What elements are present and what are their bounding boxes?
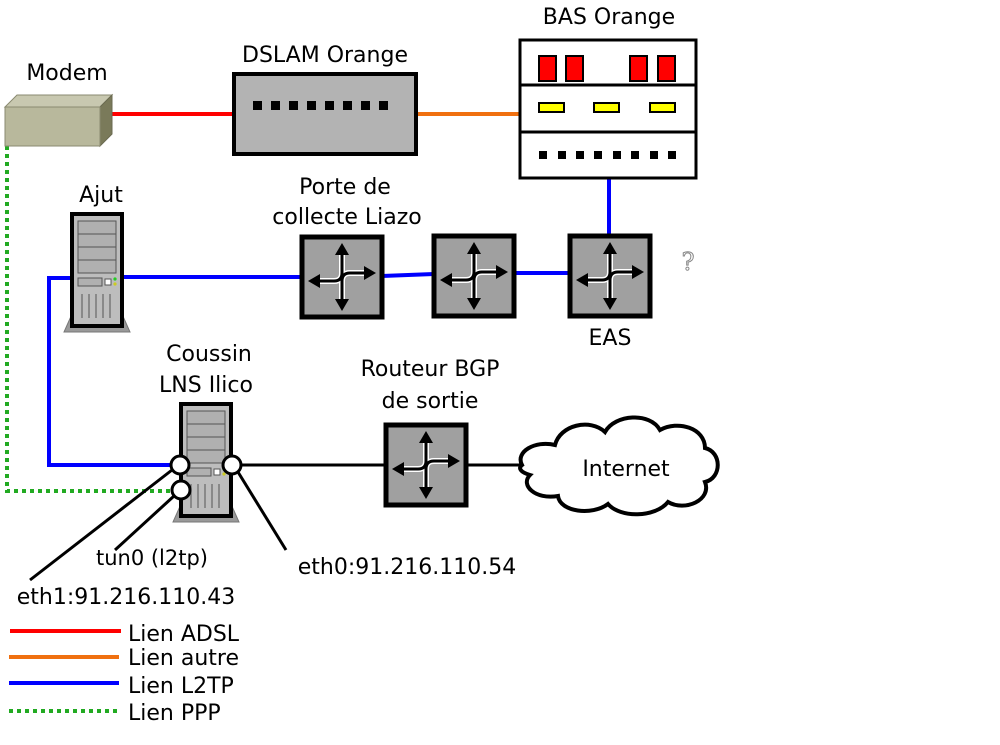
eth0-label: eth0:91.216.110.54 [298,555,516,580]
tun0-label: tun0 (l2tp) [96,546,208,570]
unknown-question-mark: ? [682,248,695,276]
legend-label-autre: Lien autre [128,646,239,671]
callout-eth0 [236,471,288,551]
routeur-bgp-label-line1: Routeur BGP [361,357,500,382]
porte-collecte-label-line1: Porte de [299,175,391,200]
porte-collecte-router[interactable] [302,237,382,317]
eas-router[interactable] [570,236,650,316]
legend: Lien ADSL Lien autre Lien L2TP Lien PPP [9,622,240,726]
callout-eth1 [29,468,173,582]
routeur-bgp-label-line2: de sortie [382,389,479,414]
legend-label-adsl: Lien ADSL [128,622,240,647]
internet-cloud[interactable] [518,415,720,517]
ajut-label: Ajut [79,183,123,208]
link-l2tp-switch-porte [381,272,435,278]
legend-label-ppp: Lien PPP [128,701,221,726]
port-tun0[interactable] [170,479,192,501]
coussin-label-line1: Coussin [166,342,252,367]
bas-label: BAS Orange [543,5,675,30]
intermediate-switch[interactable] [434,236,514,316]
ajut-server[interactable] [62,212,132,334]
callout-tun0 [113,494,176,552]
porte-collecte-label-line2: collecte Liazo [272,205,421,230]
eas-label: EAS [589,326,632,351]
modem-device[interactable] [3,93,114,148]
dslam-label: DSLAM Orange [242,43,408,68]
dslam-device[interactable] [232,72,418,156]
bas-device[interactable] [518,38,698,180]
internet-label: Internet [582,457,670,482]
port-eth1[interactable] [169,454,191,476]
coussin-label-line2: LNS Ilico [159,373,253,398]
modem-label: Modem [26,61,107,86]
link-l2tp-ajut-coussin [47,276,172,467]
routeur-bgp-router[interactable] [386,425,466,505]
eth1-label: eth1:91.216.110.43 [17,585,235,610]
port-eth0[interactable] [221,454,243,476]
legend-label-l2tp: Lien L2TP [128,674,234,699]
link-ppp-modem-coussin [5,146,172,493]
